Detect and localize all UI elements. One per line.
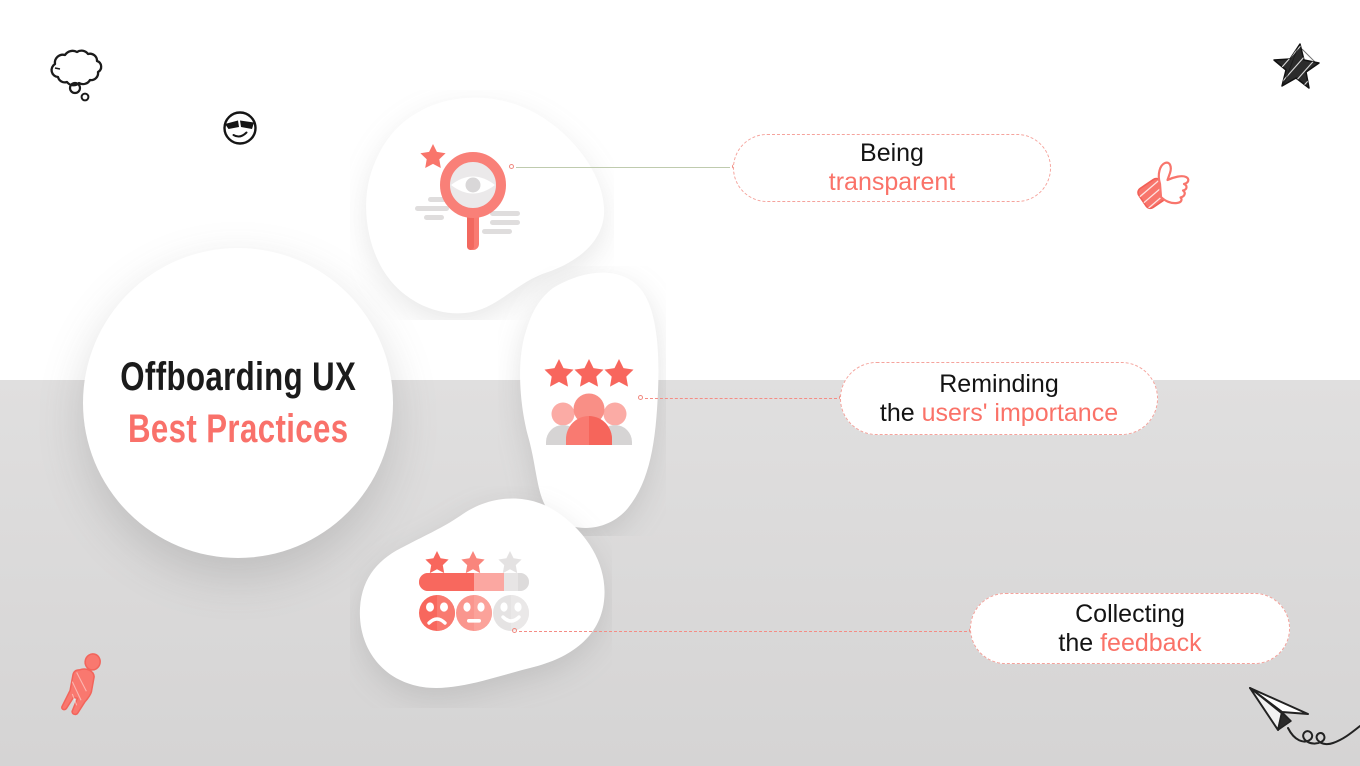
practice-blob-feedback <box>359 498 605 688</box>
person-icon <box>61 653 101 716</box>
callout-line-2: transparent <box>828 168 956 196</box>
sunglasses-smiley-icon <box>223 111 257 145</box>
title-line-1: Offboarding UX <box>120 355 356 399</box>
callout-collecting-feedback: Collecting the feedback <box>970 593 1290 664</box>
title-line-2: Best Practices <box>127 407 349 451</box>
callout-line-1: Being <box>860 139 924 167</box>
practice-blob-transparency <box>366 97 605 314</box>
callout-line-2: the feedback <box>1058 628 1202 657</box>
sketch-star-icon <box>1273 43 1320 89</box>
connector-start-dot <box>512 628 517 633</box>
callout-line-1: Reminding <box>939 369 1059 398</box>
thumbs-up-icon <box>1136 161 1190 211</box>
thought-bubble-icon <box>50 49 103 102</box>
connector-feedback <box>512 628 974 633</box>
callout-line-2: the users' importance <box>879 398 1119 427</box>
title-circle: Offboarding UX Best Practices <box>83 248 393 558</box>
paper-plane-icon <box>1249 687 1360 745</box>
page-title: Offboarding UX Best Practices <box>120 351 356 455</box>
connector-importance <box>638 395 844 400</box>
callout-line-1: Collecting <box>1075 599 1185 628</box>
callout-being-transparent: Being transparent <box>733 134 1051 202</box>
connector-transparency <box>509 164 737 169</box>
rating-stars-and-user-group-icon <box>544 359 634 445</box>
feedback-scale-faces-icon <box>419 551 529 631</box>
connector-start-dot <box>509 164 514 169</box>
connector-start-dot <box>638 395 643 400</box>
callout-users-importance: Reminding the users' importance <box>840 362 1158 435</box>
magnifier-eye-icon <box>415 144 520 250</box>
practice-blob-importance <box>520 272 659 528</box>
